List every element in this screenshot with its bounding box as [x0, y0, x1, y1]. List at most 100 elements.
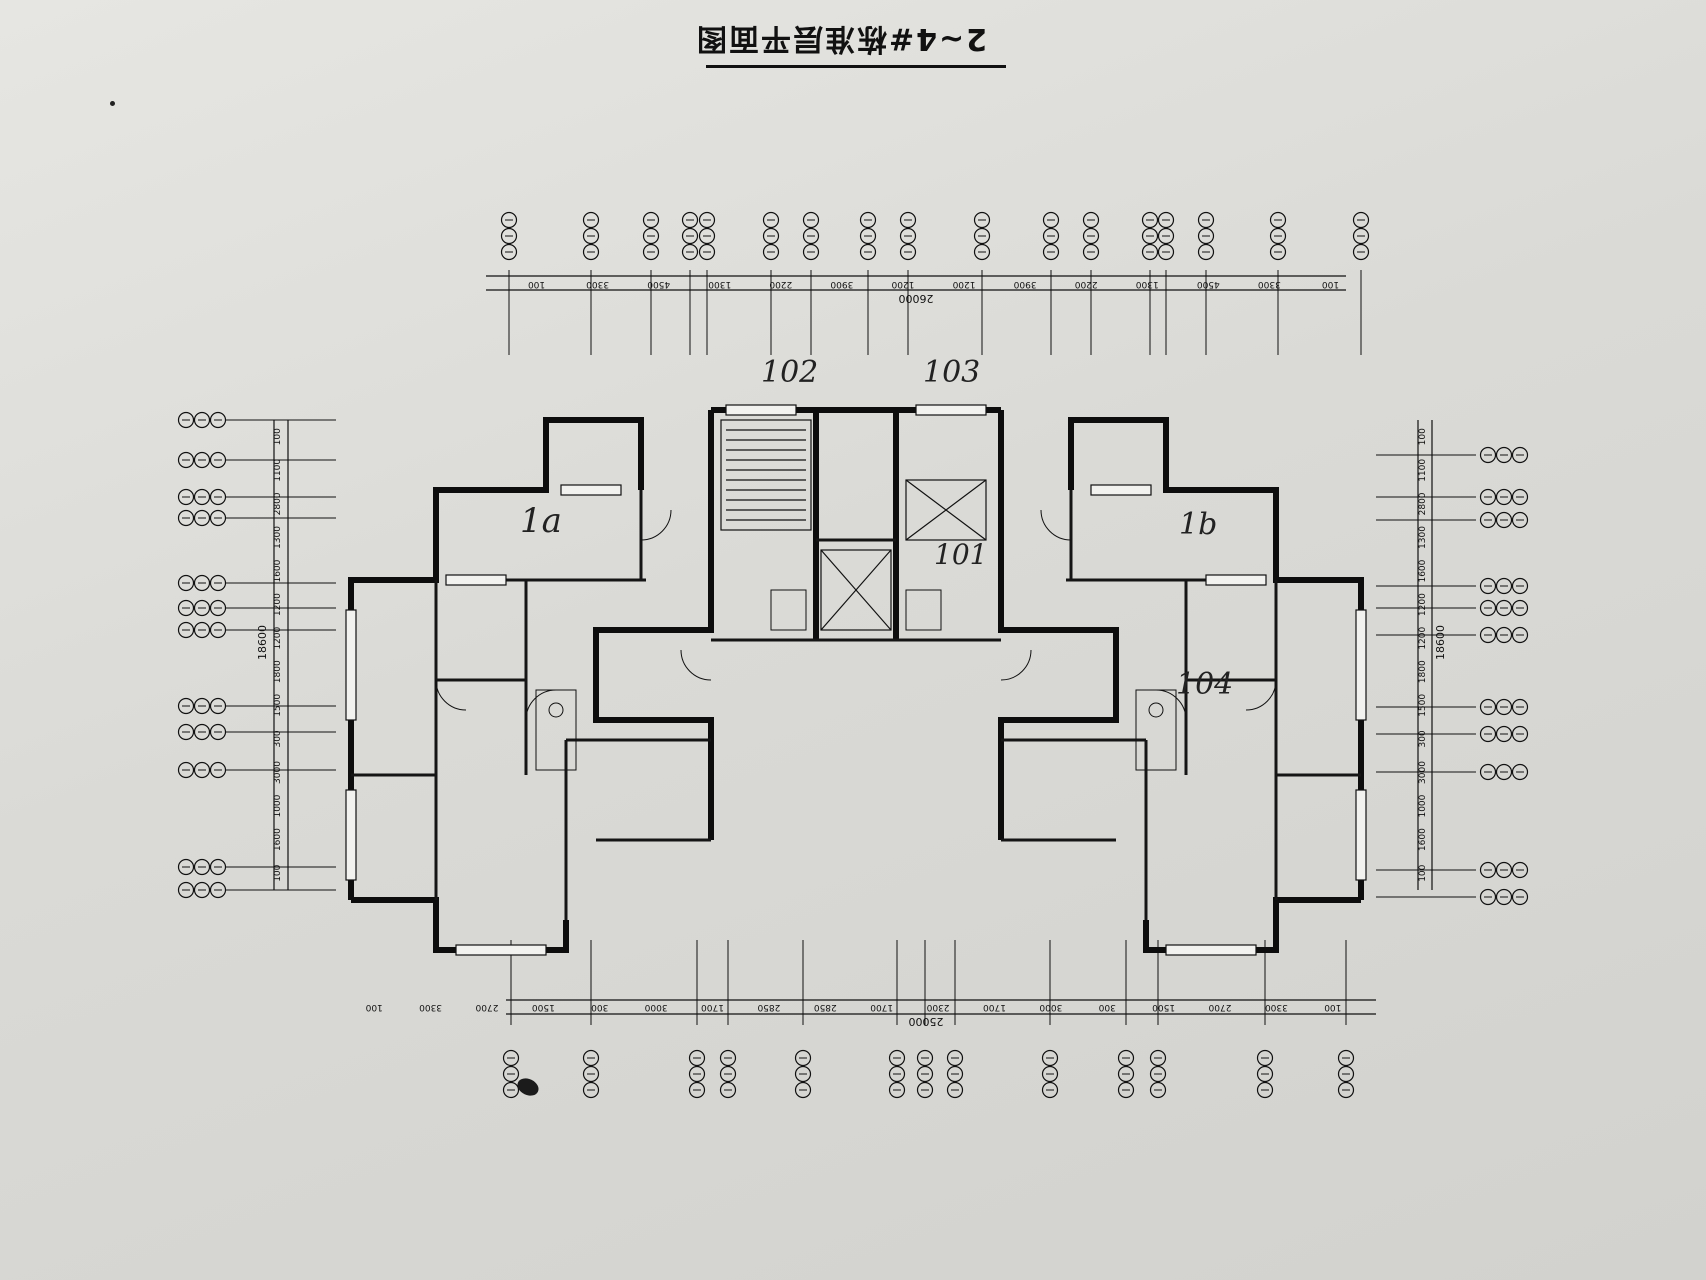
dimension-value: 1800	[1418, 660, 1428, 683]
axis-bubble	[859, 211, 877, 229]
dimension-value: 100	[1418, 864, 1428, 881]
axis-bubble	[802, 227, 820, 245]
axis-bubble	[582, 1049, 600, 1067]
axis-bubble	[1082, 211, 1100, 229]
axis-bubble	[193, 451, 211, 469]
axis-bubble	[1495, 599, 1513, 617]
axis-bubble	[209, 697, 227, 715]
axis-bubble	[916, 1065, 934, 1083]
dimension-value: 1100	[273, 459, 283, 482]
axis-bubble	[899, 243, 917, 261]
axis-bubble	[681, 227, 699, 245]
axis-bubble	[1082, 227, 1100, 245]
axis-bubble	[177, 451, 195, 469]
dimension-value: 1600	[1418, 559, 1428, 582]
axis-bubble	[193, 723, 211, 741]
axis-bubble	[502, 1065, 520, 1083]
axis-bubble	[1256, 1065, 1274, 1083]
dimension-value: 300	[1098, 1002, 1115, 1012]
dimension-value: 2700	[475, 1002, 498, 1012]
axis-bubble	[698, 227, 716, 245]
axis-bubble	[719, 1065, 737, 1083]
axis-bubble	[802, 243, 820, 261]
dimension-value: 4500	[1197, 279, 1220, 289]
dimension-value: 3000	[1418, 761, 1428, 784]
axis-bubble	[888, 1049, 906, 1067]
axis-bubble	[1479, 861, 1497, 879]
axis-bubble	[1511, 511, 1529, 529]
axis-bubble	[193, 574, 211, 592]
dimension-value: 300	[1418, 730, 1428, 747]
axis-bubble	[193, 509, 211, 527]
overall-dim-right: 18600	[1434, 625, 1447, 660]
dimension-value: 100	[365, 1002, 382, 1012]
dimension-value: 1500	[1418, 694, 1428, 717]
axis-bubble	[1157, 211, 1175, 229]
overall-dim-bottom: 25000	[909, 1015, 944, 1028]
dimension-value: 100	[528, 279, 545, 289]
axis-bubble	[642, 227, 660, 245]
axis-bubble	[209, 411, 227, 429]
axis-bubble	[719, 1049, 737, 1067]
axis-bubbles-left	[177, 411, 227, 899]
axis-bubble	[1157, 243, 1175, 261]
dimension-value: 3000	[644, 1002, 667, 1012]
dimension-texts: 26000 25000 18600 18600	[256, 292, 1447, 1028]
axis-bubble	[719, 1081, 737, 1099]
axis-bubble	[177, 574, 195, 592]
dimension-value: 1700	[870, 1002, 893, 1012]
dimension-value: 1500	[1152, 1002, 1175, 1012]
axis-bubble	[899, 211, 917, 229]
axis-bubble	[888, 1081, 906, 1099]
dimension-value: 1700	[983, 1002, 1006, 1012]
dimension-value: 3300	[586, 279, 609, 289]
axis-bubble	[582, 211, 600, 229]
axis-bubble	[888, 1065, 906, 1083]
dimension-value: 1200	[1418, 626, 1428, 649]
axis-bubble	[1042, 211, 1060, 229]
axis-bubble	[209, 881, 227, 899]
axis-bubble	[681, 243, 699, 261]
dimension-value: 1000	[273, 794, 283, 817]
axis-bubble	[209, 574, 227, 592]
note-104: 104	[1176, 667, 1233, 702]
axis-bubble	[688, 1065, 706, 1083]
dimension-value: 2850	[814, 1002, 837, 1012]
axis-bubble	[1479, 577, 1497, 595]
axis-bubble	[973, 227, 991, 245]
dimension-value: 3000	[1039, 1002, 1062, 1012]
dimension-value: 3900	[830, 279, 853, 289]
axis-bubble	[209, 723, 227, 741]
axis-bubble	[1495, 577, 1513, 595]
dimension-value: 1300	[1418, 526, 1428, 549]
note-1a: 1a	[520, 501, 562, 541]
dimension-value: 1800	[273, 660, 283, 683]
axis-bubble	[177, 411, 195, 429]
dimension-value: 300	[591, 1002, 608, 1012]
axis-lines-right	[1376, 454, 1476, 898]
axis-bubble	[1269, 227, 1287, 245]
dimension-values-right: 1001100280013001600120012001800150030030…	[1418, 428, 1428, 882]
dimension-value: 1300	[273, 526, 283, 549]
dimension-value: 2200	[769, 279, 792, 289]
axis-bubble	[1337, 1065, 1355, 1083]
axis-bubble	[946, 1081, 964, 1099]
axis-bubble	[177, 488, 195, 506]
dimension-value: 1300	[1136, 279, 1159, 289]
dimension-value: 1500	[273, 694, 283, 717]
axis-bubble	[1479, 626, 1497, 644]
dimension-value: 2800	[1418, 492, 1428, 515]
axis-bubble	[1141, 211, 1159, 229]
axis-bubble	[1479, 511, 1497, 529]
axis-bubble	[1479, 725, 1497, 743]
axis-bubble	[642, 211, 660, 229]
stair-elevator	[720, 419, 987, 631]
axis-lines-bottom	[510, 940, 1347, 1025]
axis-bubble	[794, 1065, 812, 1083]
axis-bubble	[802, 211, 820, 229]
dimension-value: 1600	[273, 559, 283, 582]
axis-bubbles-right	[1479, 446, 1529, 906]
axis-bubbles-bottom	[502, 1049, 1355, 1099]
